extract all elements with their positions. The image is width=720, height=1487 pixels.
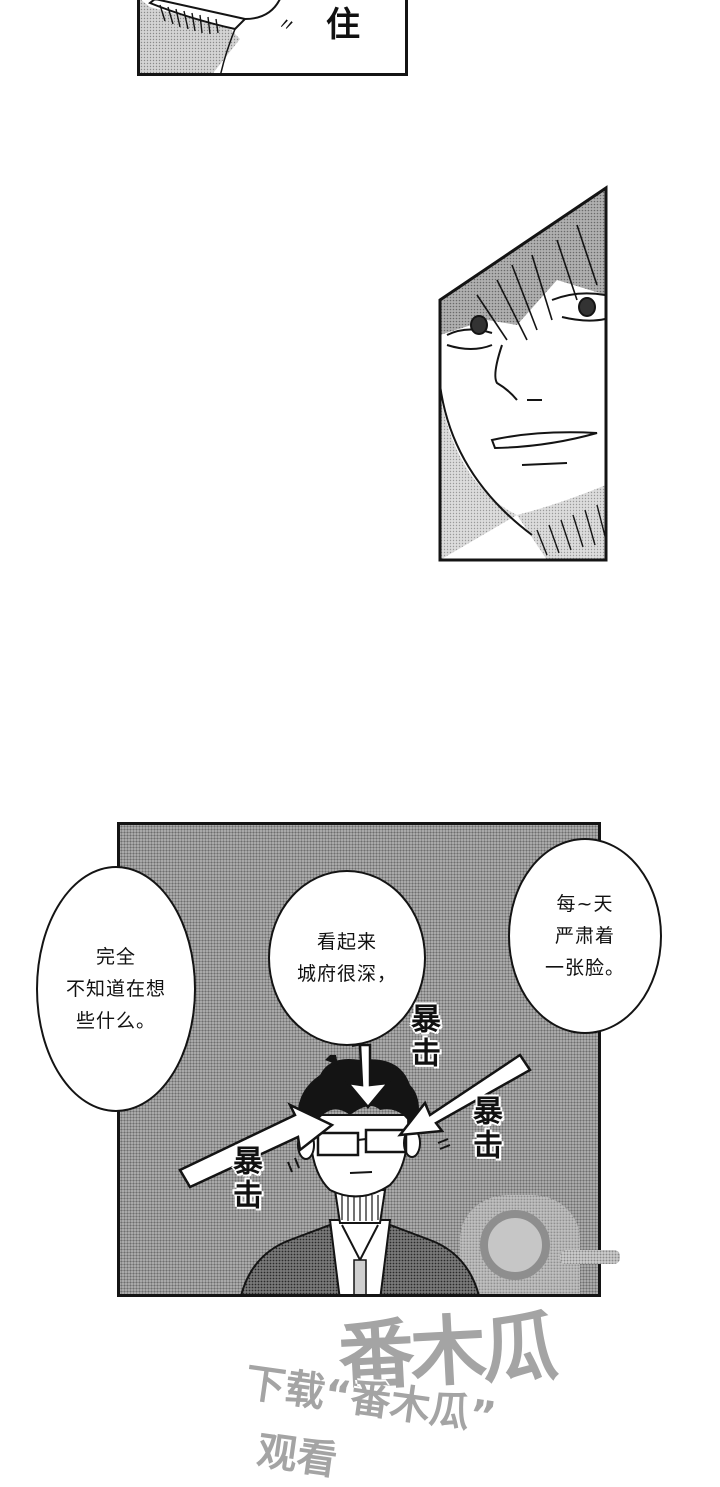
sfx-critical-hit-top: 暴击 [405,1003,440,1071]
speech-bubble-text: 每~天 严肃着 一张脸。 [544,893,625,979]
manga-panel-face [437,185,609,563]
sfx-text: 住 [326,5,360,45]
sfx-critical-hit-right: 暴击 [467,1095,502,1163]
arrow-center [344,1043,391,1109]
manga-panel-top: 〃 住 [137,0,408,76]
character-with-glasses-illustration [240,1055,480,1294]
sfx-critical-hit-left: 暴击 [227,1145,262,1213]
watermark-logo-tail [560,1250,620,1264]
watermark-logo-eye [480,1210,550,1280]
speech-bubble-center: 看起来 城府很深， [268,870,426,1046]
speech-bubble-text: 看起来 城府很深， [296,931,397,985]
speech-bubble-right: 每~天 严肃着 一张脸。 [508,838,662,1034]
speech-bubble-text: 完全 不知道在想 些什么。 [65,946,166,1032]
speech-bubble-left: 完全 不知道在想 些什么。 [36,866,196,1112]
arrow-right [397,1053,532,1137]
watermark-line2: 观看 [254,1427,340,1485]
character-chin-illustration [140,0,281,73]
pointing-arrows [178,1037,532,1189]
arrow-left [178,1102,335,1189]
character-face-illustration [438,185,608,562]
